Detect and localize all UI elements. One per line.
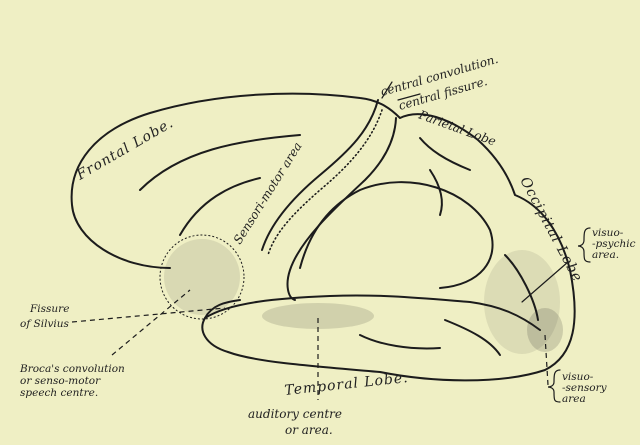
central-convolution-line bbox=[288, 118, 396, 300]
label-visuo-sensory-3: area bbox=[562, 393, 586, 405]
label-visuo-psychic-3: area. bbox=[592, 249, 619, 261]
gyrus-temporal-1 bbox=[360, 335, 440, 348]
label-temporal-lobe: Temporal Lobe. bbox=[284, 370, 410, 399]
label-auditory-1: auditory centre bbox=[248, 407, 342, 421]
brace-visuo-psychic bbox=[578, 228, 590, 262]
leader-fissure-silvius bbox=[72, 308, 225, 322]
label-parietal-lobe: Parietal Lobe bbox=[416, 107, 498, 148]
label-auditory-2: or area. bbox=[285, 423, 333, 437]
visuo-sensory-stipple bbox=[527, 308, 563, 352]
gyrus-parietal-1 bbox=[420, 138, 470, 170]
gyrus-parietal-2 bbox=[430, 170, 442, 215]
brace-visuo-sensory bbox=[548, 370, 560, 402]
sensori-motor-dotted bbox=[268, 110, 382, 255]
label-sensori-motor-area: Sensori-motor area bbox=[231, 140, 305, 247]
brocas-stipple bbox=[164, 239, 240, 315]
label-brocas-3: speech centre. bbox=[20, 387, 98, 399]
gyrus-occipital-inner bbox=[300, 182, 493, 288]
label-brocas-1: Broca's convolution bbox=[19, 363, 125, 375]
label-brocas-2: or senso-motor bbox=[20, 375, 101, 387]
auditory-stipple bbox=[262, 303, 374, 329]
label-fissure-1: Fissure bbox=[29, 303, 69, 315]
label-fissure-2: of Silvius bbox=[20, 318, 70, 330]
